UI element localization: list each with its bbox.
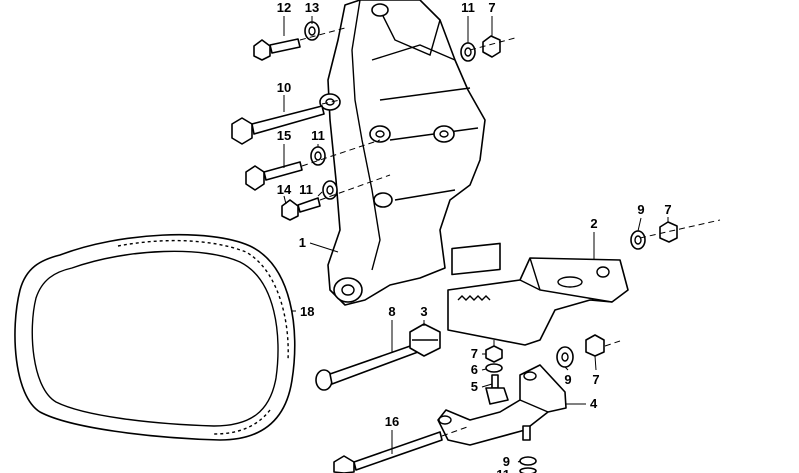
mounting-bracket <box>319 0 486 306</box>
label-8: 8 <box>388 304 395 319</box>
washer-11d <box>519 467 537 473</box>
label-12: 12 <box>277 0 291 15</box>
label-7b: 7 <box>664 202 671 217</box>
center-lines <box>299 27 721 437</box>
label-14: 14 <box>277 182 292 197</box>
bolt-10 <box>231 105 325 145</box>
label-7c: 7 <box>471 346 478 361</box>
nut-7a <box>482 35 501 58</box>
adjuster-3 <box>409 323 441 357</box>
nut-7c <box>585 334 605 357</box>
washer-9b <box>556 346 574 368</box>
bolt-14 <box>281 197 321 221</box>
part-labels: 12 13 11 7 10 15 11 14 11 1 2 9 7 18 8 3… <box>277 0 672 473</box>
label-9c: 9 <box>503 454 510 469</box>
lower-bracket <box>437 364 567 446</box>
label-11a: 11 <box>461 0 475 15</box>
label-15: 15 <box>277 128 291 143</box>
stud-5 <box>485 374 509 405</box>
label-2: 2 <box>590 216 597 231</box>
washer-11c <box>322 180 338 200</box>
bolt-12 <box>253 38 301 61</box>
washer-9a <box>630 230 646 250</box>
label-6: 6 <box>471 362 478 377</box>
label-18: 18 <box>300 304 314 319</box>
label-9a: 9 <box>637 202 644 217</box>
label-7d: 7 <box>592 372 599 387</box>
tensioner-plate <box>447 242 629 346</box>
leader-lines <box>283 16 669 463</box>
washer-9c <box>519 456 537 466</box>
label-13: 13 <box>305 0 319 15</box>
label-5: 5 <box>471 379 478 394</box>
bolt-16 <box>333 431 443 473</box>
label-11c: 11 <box>299 182 313 197</box>
nut-7b <box>659 221 678 243</box>
label-11b: 11 <box>311 128 325 143</box>
washer-11a <box>460 42 476 62</box>
label-4: 4 <box>590 396 598 411</box>
nut-7d <box>485 345 503 363</box>
label-9b: 9 <box>564 372 571 387</box>
label-16: 16 <box>385 414 399 429</box>
label-7a: 7 <box>488 0 495 15</box>
label-10: 10 <box>277 80 291 95</box>
label-11d: 11 <box>496 467 510 473</box>
label-1: 1 <box>299 235 306 250</box>
bolt-15 <box>245 161 303 191</box>
washer-6 <box>485 363 503 373</box>
bolt-8 <box>315 343 419 391</box>
stud-lower <box>522 425 531 441</box>
label-3: 3 <box>420 304 427 319</box>
washer-13 <box>304 21 320 41</box>
toothed-belt <box>14 233 296 441</box>
